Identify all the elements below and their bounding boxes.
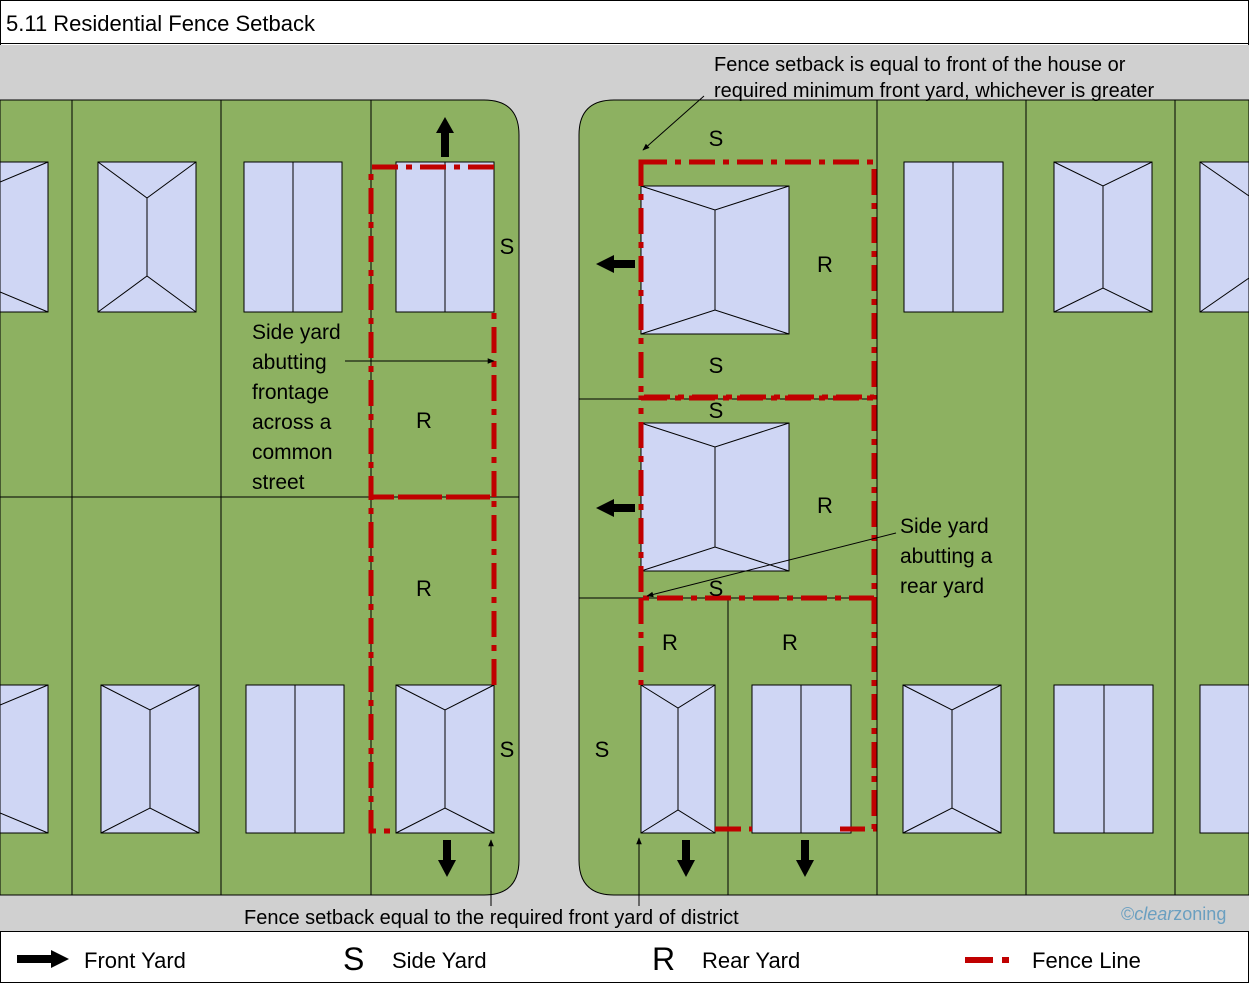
side-yard-label: S	[709, 126, 724, 151]
copyright-italic: clear	[1134, 904, 1174, 924]
callout-left-line: frontage	[252, 381, 329, 404]
callout-right-line: Side yard	[900, 515, 989, 538]
fence-right-middle	[638, 395, 877, 601]
callout-top-right-line1: Fence setback is equal to front of the h…	[714, 54, 1126, 76]
side-yard-label: S	[595, 737, 610, 762]
callout-left-line: across a	[252, 411, 332, 434]
legend-front-yard: Front Yard	[84, 948, 186, 973]
house-hip-corner-2	[640, 422, 790, 572]
callout-right-line: abutting a	[900, 545, 993, 568]
fence-lines	[368, 159, 877, 834]
fence-line-icon	[965, 957, 1009, 963]
callout-top-right-line2: required minimum front yard, whichever i…	[714, 80, 1155, 102]
legend-fence-line: Fence Line	[1032, 948, 1141, 973]
arrow-down-2	[677, 840, 695, 877]
house-gable-3	[245, 684, 345, 834]
house-hip-narrow	[640, 684, 716, 834]
callout-top-right: Fence setback is equal to front of the h…	[714, 54, 1155, 102]
house-hip-4	[1053, 161, 1153, 313]
arrow-left-2	[596, 499, 635, 517]
house-hip-5	[902, 684, 1002, 834]
legend-rear-yard: Rear Yard	[702, 948, 801, 973]
title-bar: 5.11 Residential Fence Setback	[0, 0, 1249, 44]
arrow-left-1	[596, 255, 635, 273]
rear-yard-symbol: R	[652, 941, 676, 977]
house-gable-6	[1053, 684, 1154, 834]
rear-yard-label: R	[817, 493, 833, 518]
arrow-up	[436, 117, 454, 157]
house-gable-1	[243, 161, 343, 313]
house-hip-2	[100, 684, 200, 834]
diagram-title: 5.11 Residential Fence Setback	[6, 11, 315, 36]
arrow-down-3	[796, 840, 814, 877]
house-hip-partial-top-right	[1199, 161, 1249, 313]
fence-right-bottom-side	[840, 598, 877, 832]
copyright: ©clearzoning	[1121, 904, 1226, 924]
rear-yard-label: R	[817, 252, 833, 277]
house-hip-partial-top-left	[0, 161, 49, 313]
fence-left-bottom	[368, 494, 497, 834]
callout-bottom: Fence setback equal to the required fron…	[244, 907, 739, 929]
copyright-rest: zoning	[1173, 904, 1226, 924]
rear-yard-label: R	[416, 576, 432, 601]
side-yard-symbol: S	[343, 941, 365, 977]
house-hip-partial-bottom-left	[0, 684, 49, 834]
houses	[0, 161, 1249, 834]
front-yard-arrows	[436, 117, 814, 877]
house-gable-4	[903, 161, 1004, 313]
house-hip-3	[395, 684, 495, 834]
house-partial-bottom-right	[1199, 684, 1249, 834]
callout-left-line: street	[252, 471, 305, 494]
leader-lines	[345, 95, 897, 906]
callout-right-line: rear yard	[900, 575, 984, 598]
house-hip-corner-1	[640, 185, 790, 335]
legend: Front Yard S Side Yard R Rear Yard Fence…	[0, 931, 1249, 983]
callout-left-line: abutting	[252, 351, 327, 374]
rear-yard-label: R	[416, 408, 432, 433]
copyright-symbol: ©	[1121, 904, 1134, 924]
side-yard-label: S	[500, 234, 515, 259]
house-gable-5	[751, 684, 852, 834]
callout-right: Side yard abutting a rear yard	[900, 515, 993, 598]
side-yard-label: S	[709, 353, 724, 378]
callout-left: Side yard abutting frontage across a com…	[252, 321, 341, 494]
site-plan: S S R R S R S S R S R R S Fence setback …	[0, 45, 1249, 931]
side-yard-label: S	[709, 398, 724, 423]
side-yard-label: S	[500, 737, 515, 762]
side-yard-label: S	[709, 576, 724, 601]
rear-yard-label: R	[662, 630, 678, 655]
callout-left-line: common	[252, 441, 333, 464]
rear-yard-label: R	[782, 630, 798, 655]
legend-side-yard: Side Yard	[392, 948, 487, 973]
callout-left-line: Side yard	[252, 321, 341, 344]
yard-letters: S S R R S R S S R S R R S	[416, 126, 833, 762]
arrow-down-1	[438, 840, 456, 877]
front-yard-arrow-icon	[17, 950, 69, 968]
house-hip-1	[97, 161, 197, 313]
house-gable-2	[395, 161, 495, 313]
